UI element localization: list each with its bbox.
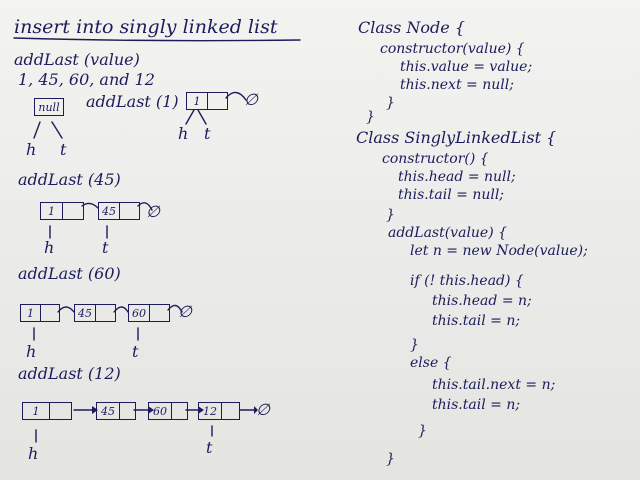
code-line: this.head = null;: [398, 169, 516, 185]
code-line: }: [386, 451, 395, 467]
next-slot: [120, 403, 135, 419]
null-symbol: ∅: [178, 302, 192, 321]
node-1: 1: [20, 304, 60, 322]
node-value: 1: [23, 403, 50, 419]
next-slot: [63, 203, 83, 219]
code-line: }: [386, 95, 395, 111]
null-symbol: ∅: [244, 90, 258, 109]
arrowhead: [148, 406, 154, 414]
code-line: Class SinglyLinkedList {: [356, 128, 557, 147]
node-value: 60: [149, 403, 172, 419]
code-line: }: [386, 207, 395, 223]
head-label: h: [26, 140, 37, 159]
node-45: 45: [74, 304, 116, 322]
next-arrow: [113, 306, 129, 313]
title-underline: [13, 37, 301, 42]
code-line: this.value = value;: [400, 59, 533, 75]
null-symbol: ∅: [146, 202, 160, 221]
code-line: }: [418, 423, 427, 439]
null-node: null: [34, 98, 64, 116]
null-symbol: ∅: [256, 400, 270, 419]
node-value: 60: [129, 305, 150, 321]
next-arrow: [81, 202, 99, 209]
node-value: 45: [97, 403, 120, 419]
page-title: insert into singly linked list: [14, 16, 278, 38]
code-line: this.head = n;: [432, 293, 532, 309]
tail-pointer-line: [51, 121, 63, 139]
next-slot: [150, 305, 169, 321]
code-line: this.tail.next = n;: [432, 377, 556, 393]
code-line: constructor(value) {: [380, 41, 525, 57]
node-1: 1: [40, 202, 84, 220]
tail-label: t: [60, 140, 67, 159]
next-slot: [50, 403, 71, 419]
code-line: this.tail = n;: [432, 313, 521, 329]
step-label: addLast (1): [86, 92, 179, 111]
node-value: 1: [187, 93, 208, 109]
next-arrow: [225, 91, 247, 101]
step-label: addLast (12): [18, 364, 121, 383]
head-label: h: [28, 444, 39, 463]
code-line: let n = new Node(value);: [410, 243, 588, 259]
values-label: 1, 45, 60, and 12: [18, 70, 155, 89]
next-slot: [172, 403, 187, 419]
code-line: this.tail = n;: [432, 397, 521, 413]
code-line: this.next = null;: [400, 77, 514, 93]
node-12: 12: [198, 402, 240, 420]
node-60: 60: [148, 402, 188, 420]
code-line: this.tail = null;: [398, 187, 505, 203]
next-slot: [96, 305, 115, 321]
node-value: 45: [75, 305, 96, 321]
node-1: 1: [22, 402, 72, 420]
node-value: 45: [99, 203, 120, 219]
node-value: 12: [199, 403, 222, 419]
head-label: h: [26, 342, 37, 361]
code-line: constructor() {: [382, 151, 489, 167]
node-45: 45: [98, 202, 140, 220]
arrowhead: [198, 406, 204, 414]
node-1: 1: [186, 92, 228, 110]
code-line: }: [366, 109, 375, 125]
tail-label: t: [204, 124, 211, 143]
code-line: Class Node {: [358, 18, 466, 37]
node-value: null: [38, 100, 60, 114]
tail-pointer-line: [197, 109, 207, 125]
next-arrow: [57, 306, 75, 313]
code-line: }: [410, 337, 419, 353]
next-slot: [120, 203, 139, 219]
head-pointer-line: [185, 109, 195, 125]
next-slot: [41, 305, 59, 321]
node-value: 1: [21, 305, 41, 321]
next-slot: [222, 403, 239, 419]
tail-label: t: [206, 438, 213, 457]
head-label: h: [178, 124, 189, 143]
head-pointer-line: [33, 121, 41, 139]
node-60: 60: [128, 304, 170, 322]
code-line: if (! this.head) {: [410, 273, 524, 289]
step-label: addLast (45): [18, 170, 121, 189]
node-value: 1: [41, 203, 63, 219]
arrowhead: [92, 406, 98, 414]
node-45: 45: [96, 402, 136, 420]
head-label: h: [44, 238, 55, 257]
intro-label: addLast (value): [14, 50, 140, 69]
code-line: addLast(value) {: [388, 225, 508, 241]
arrowhead: [254, 406, 258, 414]
tail-label: t: [102, 238, 109, 257]
tail-label: t: [132, 342, 139, 361]
next-slot: [208, 93, 227, 109]
step-label: addLast (60): [18, 264, 121, 283]
code-line: else {: [410, 355, 452, 371]
